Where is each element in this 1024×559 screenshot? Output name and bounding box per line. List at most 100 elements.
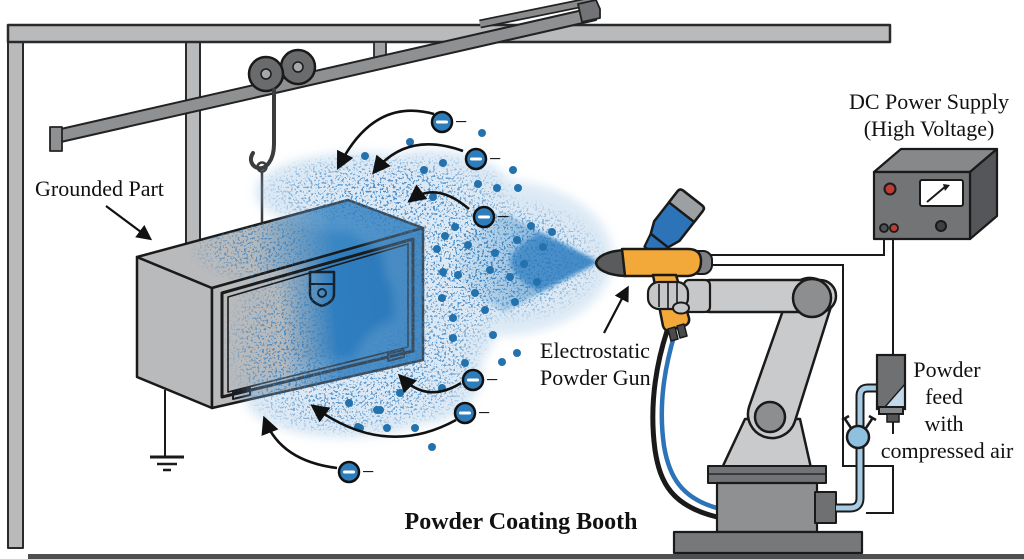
meter-needle bbox=[926, 185, 947, 203]
powder-hopper bbox=[875, 353, 907, 423]
electron-symbol: − bbox=[337, 459, 374, 484]
powder-particle bbox=[411, 424, 419, 432]
hose-prong bbox=[676, 323, 688, 339]
gun-label-line1: Electrostatic bbox=[540, 338, 650, 363]
powder-particle bbox=[429, 193, 437, 201]
robot-hand bbox=[646, 280, 690, 315]
powder-cloud bbox=[187, 129, 613, 451]
ground-symbol bbox=[150, 455, 184, 472]
powder-particle bbox=[361, 152, 369, 160]
powder-particle bbox=[520, 260, 528, 268]
powder-particles bbox=[345, 129, 556, 451]
electron-symbol: − bbox=[472, 204, 509, 229]
powder-particle bbox=[438, 294, 446, 302]
shoulder-joint bbox=[753, 400, 787, 434]
wheel-hub bbox=[292, 61, 304, 73]
feed-label-line4: compressed air bbox=[881, 438, 1014, 463]
powder-particle bbox=[441, 232, 449, 240]
floor-slab bbox=[672, 530, 864, 555]
minus-sign: − bbox=[489, 146, 501, 171]
rail-end-bracket bbox=[577, 0, 601, 23]
minus-sign: − bbox=[455, 109, 467, 134]
powder-particle bbox=[428, 443, 436, 451]
gun-label-line2: Powder Gun bbox=[540, 365, 651, 390]
minus-sign: − bbox=[362, 459, 374, 484]
hanging-hook bbox=[248, 88, 276, 171]
charge-arrows bbox=[261, 109, 470, 470]
meter-needle-tip bbox=[943, 184, 950, 191]
minus-sign: − bbox=[486, 367, 498, 392]
powder-particle bbox=[548, 228, 556, 236]
gun-label-arrow bbox=[603, 285, 629, 334]
powder-particle bbox=[533, 278, 541, 286]
gun-power-wire bbox=[700, 230, 885, 256]
powder-particle bbox=[527, 222, 535, 230]
minus-sign: − bbox=[478, 400, 490, 425]
charge-arrow bbox=[310, 404, 457, 438]
rail-end-foot bbox=[49, 126, 63, 152]
charge-arrow bbox=[407, 184, 470, 210]
powder-particle bbox=[406, 138, 414, 146]
powder-particle bbox=[373, 406, 381, 414]
left-post bbox=[7, 27, 24, 549]
powder-particle bbox=[491, 249, 499, 257]
feed-label-line2: feed bbox=[925, 384, 963, 409]
hopper-slope-line bbox=[883, 383, 906, 409]
minus-sign: − bbox=[497, 204, 509, 229]
floor-line bbox=[28, 554, 1024, 559]
powder-particle bbox=[513, 349, 521, 357]
powder-particle bbox=[481, 306, 489, 314]
gun-body bbox=[620, 247, 703, 278]
charge-arrow bbox=[372, 143, 464, 175]
voltage-meter bbox=[919, 179, 964, 207]
rail-flange bbox=[479, 0, 594, 27]
labels: Grounded Part Electrostatic Powder Gun D… bbox=[35, 89, 1014, 535]
powder-particle bbox=[345, 399, 353, 407]
gun-nozzle bbox=[594, 248, 627, 278]
powder-particle bbox=[439, 268, 447, 276]
power-cable bbox=[650, 330, 718, 520]
electrostatic-powder-gun bbox=[594, 188, 713, 342]
electron-symbol: − bbox=[430, 109, 467, 134]
grounded-part-arrow bbox=[105, 205, 153, 241]
powder-particle bbox=[509, 166, 517, 174]
robot-arm bbox=[650, 276, 864, 555]
elbow-joint bbox=[791, 277, 833, 319]
powder-hose bbox=[659, 332, 718, 511]
wheel-hub bbox=[260, 68, 272, 80]
powder-particle bbox=[454, 271, 462, 279]
hopper-lip bbox=[878, 406, 904, 415]
diagram-title: Powder Coating Booth bbox=[405, 509, 638, 535]
charge-arrow bbox=[397, 373, 462, 394]
powder-particle bbox=[498, 358, 506, 366]
ceiling-beam bbox=[6, 23, 892, 44]
thumb bbox=[672, 301, 690, 315]
powder-particle bbox=[464, 241, 472, 249]
charge-arrow bbox=[336, 109, 435, 171]
powder-particle bbox=[511, 298, 519, 306]
powder-particle bbox=[486, 266, 494, 274]
charge-arrow bbox=[261, 415, 338, 470]
hopper-nozzle bbox=[886, 413, 900, 423]
powder-particle bbox=[489, 331, 497, 339]
power-lamp bbox=[883, 182, 897, 196]
grounded-part-label: Grounded Part bbox=[35, 176, 164, 201]
air-valve bbox=[841, 414, 877, 450]
dc-power-supply bbox=[872, 147, 999, 241]
trolley-wheels bbox=[247, 48, 317, 93]
powder-bottle bbox=[643, 188, 706, 258]
base-connector bbox=[814, 491, 837, 524]
powder-particle bbox=[449, 314, 457, 322]
powder-particle bbox=[539, 243, 547, 251]
hose-prong bbox=[667, 326, 679, 342]
electron-symbol: − bbox=[464, 146, 501, 171]
electron-symbol: − bbox=[453, 400, 490, 425]
electron-symbol: − bbox=[461, 367, 498, 392]
powder-particle bbox=[383, 424, 391, 432]
powder-particle bbox=[478, 129, 486, 137]
powder-particle bbox=[439, 159, 447, 167]
powder-particle bbox=[493, 184, 501, 192]
supply-knob bbox=[935, 220, 947, 232]
powder-particle bbox=[471, 289, 479, 297]
